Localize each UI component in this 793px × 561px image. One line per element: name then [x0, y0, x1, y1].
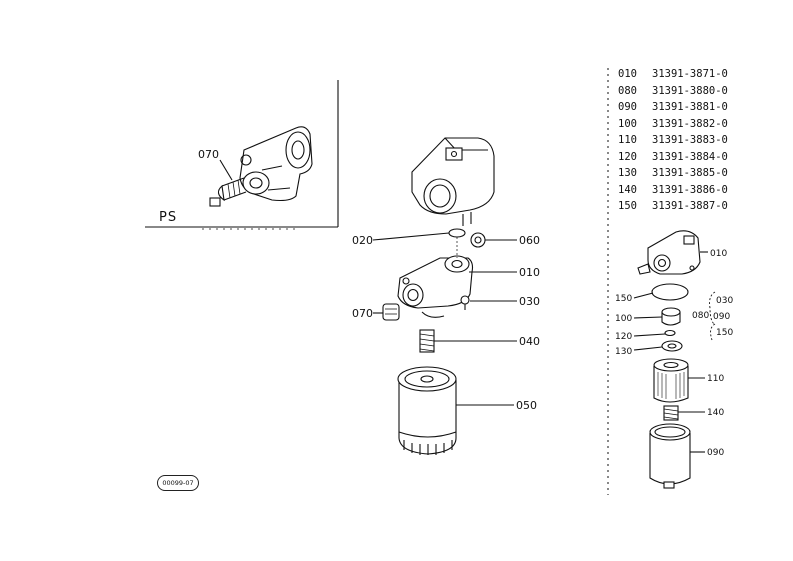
- parts-list-row: 100 31391-3882-0: [618, 116, 778, 133]
- part-ref-number: 140: [618, 183, 637, 196]
- callout-020: 020: [352, 234, 373, 247]
- part-number: 31391-3883-0: [652, 134, 728, 146]
- group-label-080: 080: [692, 311, 709, 321]
- sub-valve: [661, 307, 681, 326]
- part-ref-number: 100: [618, 117, 637, 130]
- parts-list-row: 150 31391-3887-0: [618, 198, 778, 215]
- part-ref-number: 090: [618, 101, 637, 113]
- part-number: 31391-3884-0: [652, 150, 728, 163]
- sub-callout-150: 150: [615, 294, 632, 304]
- parts-list-row: 120 31391-3884-0: [618, 149, 778, 166]
- bolt: [460, 295, 470, 310]
- part-ref-number: 010: [618, 68, 637, 80]
- group-bracket: [709, 291, 716, 341]
- callout-010: 010: [519, 266, 540, 279]
- sub-callout-140: 140: [707, 408, 724, 418]
- oil-filter-cartridge: [397, 366, 457, 455]
- inset-label: PS: [159, 210, 178, 225]
- part-number: 31391-3887-0: [652, 200, 728, 212]
- sub-o-ring: [651, 283, 689, 301]
- spring-nipple: [419, 329, 435, 353]
- sub-callout-120: 120: [615, 332, 632, 342]
- part-ref-number: 120: [618, 150, 637, 163]
- part-ref-number: 150: [618, 200, 637, 212]
- inset-callout-070: 070: [198, 148, 219, 161]
- inset-filter-head: [209, 126, 313, 207]
- parts-list-row: 010 31391-3871-0: [618, 66, 778, 83]
- o-ring: [448, 228, 466, 238]
- part-ref-number: 110: [618, 134, 637, 146]
- part-ref-number: 080: [618, 84, 637, 97]
- sub-callout-130: 130: [615, 347, 632, 357]
- part-number: 31391-3871-0: [652, 68, 728, 80]
- sub-callout-110: 110: [707, 374, 724, 384]
- group-item-150: 150: [716, 328, 733, 338]
- part-number: 31391-3885-0: [652, 167, 728, 179]
- parts-list-row: 130 31391-3885-0: [618, 165, 778, 182]
- sub-callout-100: 100: [615, 314, 632, 324]
- parts-list-row: 080 31391-3880-0: [618, 83, 778, 100]
- filter-head: [397, 255, 474, 318]
- sub-ring-small: [664, 329, 676, 337]
- part-number: 31391-3880-0: [652, 84, 728, 97]
- plug: [470, 232, 486, 248]
- sub-filter-head: [637, 230, 701, 275]
- sub-case: [649, 423, 691, 489]
- main-leaders: [372, 232, 517, 406]
- parts-list-row: 090 31391-3881-0: [618, 99, 778, 116]
- callout-050: 050: [516, 399, 537, 412]
- inset-box: [145, 80, 339, 230]
- part-number: 31391-3886-0: [652, 183, 728, 196]
- callout-030: 030: [519, 295, 540, 308]
- pump-body: [411, 137, 495, 226]
- group-item-030: 030: [716, 296, 733, 306]
- drawing-stamp: 00099-07: [157, 475, 199, 491]
- part-ref-number: 130: [618, 167, 637, 179]
- inset-leader: [219, 159, 233, 181]
- callout-070: 070: [352, 307, 373, 320]
- parts-list-row: 110 31391-3883-0: [618, 132, 778, 149]
- sub-callout-010: 010: [710, 249, 727, 259]
- sub-element: [653, 358, 689, 403]
- callout-060: 060: [519, 234, 540, 247]
- drain-plug: [382, 303, 400, 321]
- sub-callout-090: 090: [707, 448, 724, 458]
- group-item-090: 090: [713, 312, 730, 322]
- sub-leaders: [633, 251, 708, 453]
- part-number: 31391-3882-0: [652, 117, 728, 130]
- parts-list: 010 31391-3871-0 080 31391-3880-0 090 31391-3…: [618, 66, 778, 215]
- sub-washer: [661, 340, 683, 352]
- parts-list-row: 140 31391-3886-0: [618, 182, 778, 199]
- part-number: 31391-3881-0: [652, 101, 728, 113]
- callout-040: 040: [519, 335, 540, 348]
- sub-spring: [663, 405, 679, 421]
